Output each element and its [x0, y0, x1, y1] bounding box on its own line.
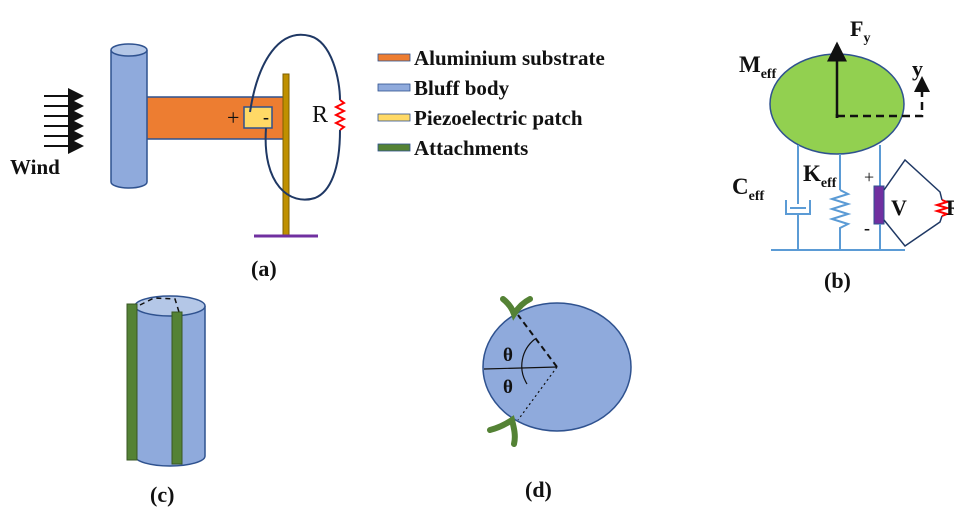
panel-c: (c) [126, 295, 206, 507]
panel-b: Fy y Meff + - V R Ceff Keff (b) [732, 16, 954, 293]
legend-swatch [377, 53, 411, 62]
legend-swatch [377, 143, 411, 152]
angle-ray-top [517, 314, 558, 368]
voltage-loop [883, 158, 943, 248]
caption-a: (a) [251, 256, 277, 281]
battery [873, 185, 885, 225]
legend-label: Bluff body [414, 76, 510, 100]
attachment-strip-right [171, 311, 183, 465]
angle-arc [521, 338, 536, 385]
legend-item: Attachments [377, 136, 528, 160]
legend-item: Piezoelectric patch [377, 106, 583, 130]
y-axis-label: y [912, 56, 923, 81]
resistor-a-label: R [312, 102, 328, 128]
legend-swatch [377, 83, 411, 92]
bluff-body-cylinder [110, 43, 148, 189]
legend-label: Attachments [414, 136, 528, 160]
legend-item: Aluminium substrate [377, 46, 605, 70]
patch-minus: - [263, 107, 269, 127]
damping-label: Ceff [732, 174, 765, 204]
legend-item: Bluff body [377, 76, 510, 100]
angle-ray-bottom [517, 366, 558, 421]
coordinate-axis [835, 82, 924, 118]
resistor-b-label: R [946, 195, 954, 220]
cylinder-body [134, 306, 206, 467]
reference-line [483, 366, 558, 370]
caption-b: (b) [824, 268, 851, 293]
spring [828, 189, 852, 250]
resistor-a [333, 99, 347, 131]
stiffness-label: Keff [803, 161, 837, 191]
legend-label: Piezoelectric patch [414, 106, 583, 130]
theta-bottom: θ [503, 377, 513, 398]
panel-d: θ θ (d) [482, 296, 632, 502]
resistor-b [933, 199, 951, 217]
wind-arrows [44, 88, 84, 154]
force-label: Fy [850, 16, 870, 46]
battery-plus: + [864, 167, 874, 187]
circuit-wire [249, 33, 341, 201]
voltage-label: V [891, 195, 907, 220]
piezoelectric-patch [243, 106, 273, 129]
caption-c: (c) [150, 482, 174, 507]
legend-swatch [377, 113, 411, 122]
caption-d: (d) [525, 477, 552, 502]
attachment-top [500, 296, 533, 321]
attachment-strip-left [126, 303, 138, 461]
mass-label: Meff [739, 52, 777, 82]
legend-label: Aluminium substrate [414, 46, 605, 70]
patch-plus: + [227, 105, 239, 130]
support-post [282, 73, 290, 237]
wind-label: Wind [10, 155, 60, 179]
battery-minus: - [864, 218, 870, 238]
theta-top: θ [503, 345, 513, 366]
attachment-bottom [487, 415, 518, 447]
panel-a: Wind + - R (a) [10, 33, 347, 281]
